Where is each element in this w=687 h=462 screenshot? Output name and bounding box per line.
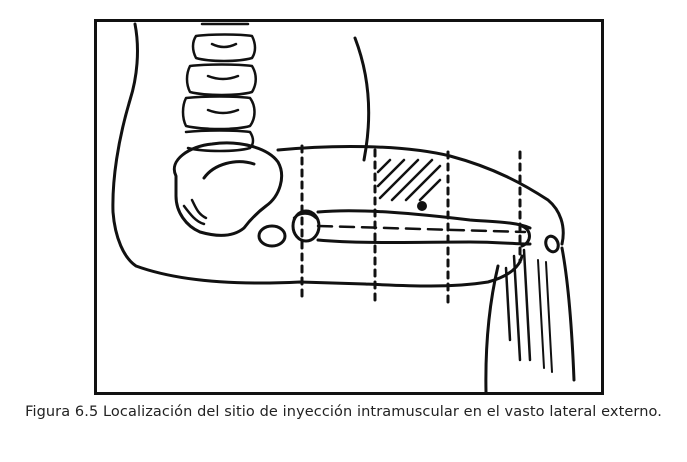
back-outline (111, 22, 367, 286)
thigh-upper (276, 144, 565, 246)
tibia (512, 248, 532, 362)
injection-site-dot (417, 201, 427, 211)
femur-axis (316, 224, 527, 234)
knee-end (520, 224, 531, 248)
femur-lower-edge (316, 238, 532, 246)
pelvis (172, 141, 283, 237)
figure-caption: Figura 6.5 Localización del sitio de iny… (25, 404, 662, 420)
trochanter (257, 224, 287, 248)
figure-frame (94, 19, 604, 395)
injection-area (376, 158, 442, 202)
fibula (504, 266, 512, 342)
calf-back (484, 264, 500, 392)
femur-upper-edge (316, 209, 532, 230)
shin-front (560, 246, 576, 382)
pelvis-inner-curve (202, 160, 256, 180)
trochanter-detail (292, 212, 318, 220)
anatomy-illustration (111, 22, 576, 392)
thigh-lower (363, 254, 524, 288)
pelvis-notch (182, 198, 208, 226)
leg-lines (537, 259, 553, 373)
landmark-lines (300, 144, 522, 306)
spine (181, 22, 257, 153)
abdomen-outline (353, 36, 371, 162)
patella (544, 234, 560, 254)
